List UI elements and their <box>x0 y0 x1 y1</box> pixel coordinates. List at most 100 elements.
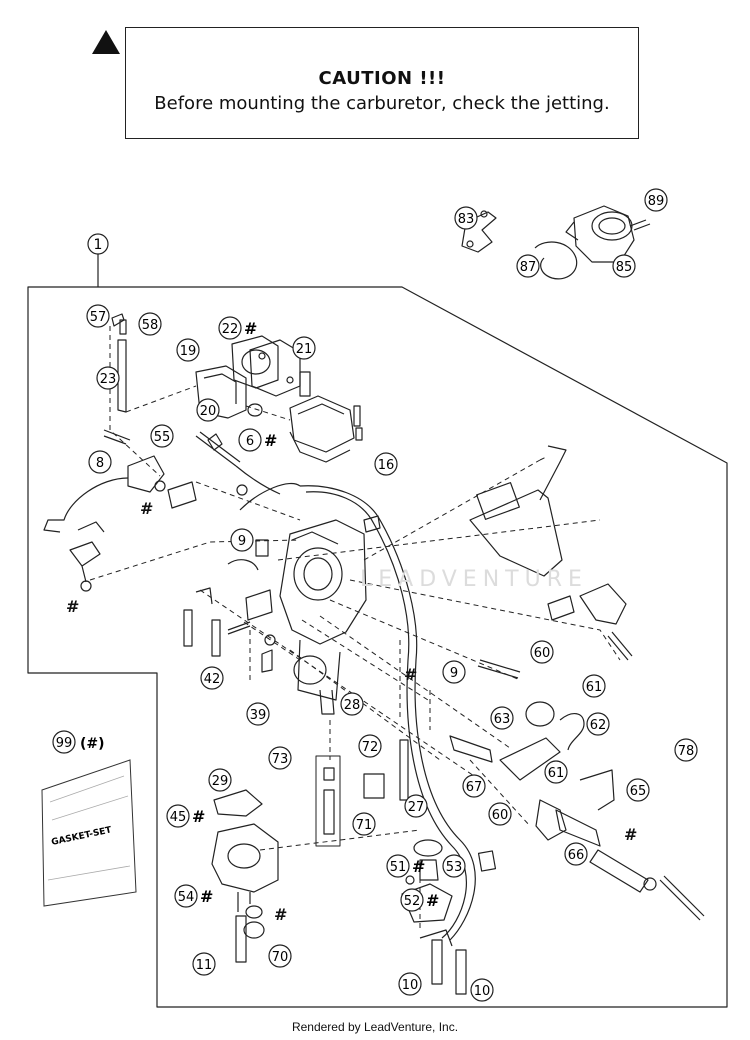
callout-circle <box>564 842 588 866</box>
rod-66 <box>589 849 649 893</box>
callout-label: 60 <box>534 646 551 661</box>
callout-label: 9 <box>238 534 246 549</box>
callout-circle <box>626 778 650 802</box>
callout-label: 57 <box>90 310 107 325</box>
part-callout-54: 54 # <box>174 884 213 908</box>
screw-89 <box>629 219 651 231</box>
callout-circle <box>88 450 112 474</box>
callout-circle <box>644 188 668 212</box>
part-callout-21: 21 <box>292 336 316 360</box>
part-callout-11: 11 <box>192 952 216 976</box>
callout-label: 55 <box>154 430 171 445</box>
callout-label: 78 <box>678 744 695 759</box>
throttle-shaft <box>469 489 563 577</box>
callout-label: 71 <box>356 818 373 833</box>
part-callout-66: 66 <box>564 842 588 866</box>
callout-circle <box>442 854 466 878</box>
part-callout-52: 52# <box>400 888 439 912</box>
part-callout-6: 6# <box>238 428 277 452</box>
callout-gasket-mark: # <box>200 887 213 906</box>
callout-label: 72 <box>362 740 379 755</box>
callout-circle <box>96 366 120 390</box>
part-callout-73: 73 <box>268 746 292 770</box>
part-callout-63: 63 <box>490 706 514 730</box>
callout-circle <box>200 666 224 690</box>
gasket-mark: # <box>66 597 79 616</box>
callout-circle <box>268 746 292 770</box>
cap-20 <box>247 403 263 417</box>
callout-label: 20 <box>200 404 217 419</box>
assembly-boundary <box>27 286 728 1008</box>
callout-circle <box>442 660 466 684</box>
part-callout-9: 9 <box>230 528 254 552</box>
callout-circle <box>488 802 512 826</box>
part-callout-55: 55 <box>150 424 174 448</box>
assembly-callout-label: 1 <box>94 237 103 253</box>
callout-label: 85 <box>616 260 633 275</box>
callout-circle <box>586 712 610 736</box>
callout-label: 39 <box>250 708 267 723</box>
callout-gasket-mark: # <box>264 431 277 450</box>
assembly-callout-circle <box>87 233 109 255</box>
callout-label: 58 <box>142 318 159 333</box>
callout-label: 73 <box>272 752 289 767</box>
part-callout-16: 16 <box>374 452 398 476</box>
callout-circle <box>582 674 606 698</box>
part-callout-70: 70 <box>268 944 292 968</box>
callout-label: 63 <box>494 712 511 727</box>
gasket-22 <box>231 335 279 389</box>
sensor-8 <box>127 455 165 493</box>
watermark: LEADVENTURE <box>360 567 588 592</box>
callout-label: 54 <box>178 890 195 905</box>
callout-circle <box>238 428 262 452</box>
callout-label: 16 <box>378 458 395 473</box>
callout-label: 23 <box>100 372 117 387</box>
callout-label: 51 <box>390 860 407 875</box>
part-callout-29: 29 <box>208 768 232 792</box>
callout-label: 66 <box>568 848 585 863</box>
part-callout-22: 22 # <box>218 316 257 340</box>
callout-circle <box>400 888 424 912</box>
callout-label: 53 <box>446 860 463 875</box>
callout-circle <box>340 692 364 716</box>
callout-circle <box>174 884 198 908</box>
callout-circle <box>138 312 162 336</box>
part-callout-28: 28 <box>340 692 364 716</box>
callout-circle <box>150 424 174 448</box>
hose-fitting <box>69 541 101 583</box>
gasket-set-callout-circle <box>52 730 76 754</box>
callout-label: 19 <box>180 344 197 359</box>
callout-label: 8 <box>96 456 104 471</box>
callout-circle <box>612 254 636 278</box>
part-callout-62: 62 <box>586 712 610 736</box>
part-callout-78: 78 <box>674 738 698 762</box>
jet-group-box <box>315 755 341 847</box>
part-callout-8: 8 <box>88 450 112 474</box>
callout-label: 89 <box>648 194 665 209</box>
part-callout-45: 45# <box>166 804 205 828</box>
callout-gasket-mark: # <box>244 319 257 338</box>
part-callout-89: 89 <box>644 188 668 212</box>
callout-circle <box>490 706 514 730</box>
part-callout-10: 10 <box>470 978 494 1002</box>
part-callout-85: 85 <box>612 254 636 278</box>
callout-label: 29 <box>212 774 229 789</box>
callout-label: 28 <box>344 698 361 713</box>
callout-label: 67 <box>466 780 483 795</box>
callout-label: 10 <box>474 984 491 999</box>
intake-boot-85 <box>573 205 635 263</box>
part-callout-10: 10 <box>398 972 422 996</box>
diaphragm-51 <box>413 839 443 857</box>
callout-gasket-mark: # <box>412 857 425 876</box>
callout-label: 70 <box>272 950 289 965</box>
callout-label: 6 <box>246 434 254 449</box>
callout-circle <box>176 338 200 362</box>
part-callout-9: 9 <box>442 660 466 684</box>
callout-label: 22 <box>222 322 239 337</box>
part-callout-72: 72 <box>358 734 382 758</box>
gasket-set-number: 99 <box>56 736 73 751</box>
callout-circle <box>246 702 270 726</box>
caution-triangle-icon <box>92 30 120 54</box>
callout-label: 10 <box>402 978 419 993</box>
